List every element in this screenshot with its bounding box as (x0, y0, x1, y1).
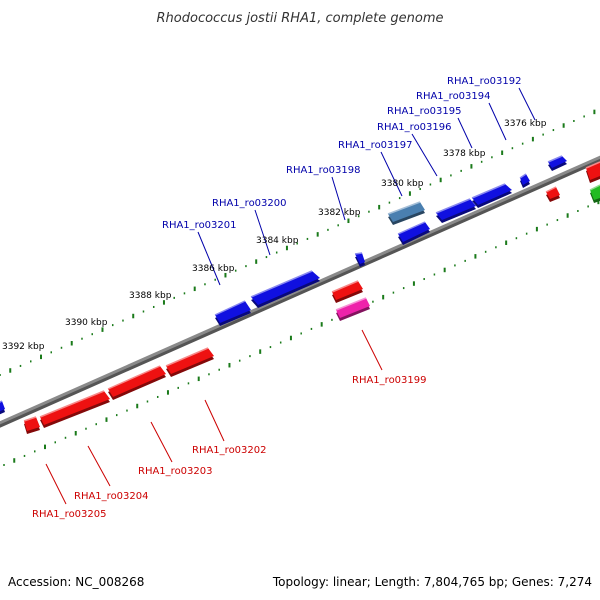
gene-block-ro03205-highlight (23, 416, 37, 422)
gene-block-ro03199-face (336, 298, 370, 318)
gene-block-ro03192-highlight (547, 155, 563, 163)
leader-line-ro03197 (380, 151, 403, 197)
gene-block-ro03201[interactable] (214, 300, 251, 326)
gene-block-edge-left-highlight (0, 400, 3, 403)
lower-scale-track (3, 199, 600, 466)
leader-line-ro03192 (518, 87, 536, 121)
gene-block-ro03197[interactable] (387, 201, 425, 225)
gene-block-ro03204[interactable] (39, 390, 110, 428)
gene-label-ro03198[interactable]: RHA1_ro03198 (286, 165, 361, 176)
gene-block-ro03198[interactable] (354, 252, 365, 267)
gene-block-right-green-highlight (589, 184, 600, 191)
gene-block-ro03197b-face (398, 222, 430, 242)
leader-line-ro03200 (254, 209, 271, 256)
accession-text: Accession: NC_008268 (8, 575, 144, 589)
gene-block-ro03197b[interactable] (397, 221, 430, 245)
leader-line-ro03198 (331, 176, 346, 221)
gene-block-ro03203-face (108, 366, 166, 397)
gene-block-right-red2[interactable] (585, 161, 600, 183)
gene-block-ro03199-highlight (335, 297, 367, 311)
gene-block-ro03198-highlight (354, 252, 363, 255)
scale-label-3384: 3384 kbp (256, 236, 299, 246)
gene-block-ro03201-highlight (214, 300, 246, 316)
gene-label-ro03205[interactable]: RHA1_ro03205 (32, 509, 107, 520)
gene-block-right-red-highlight (545, 186, 557, 193)
scale-label-3390: 3390 kbp (65, 318, 108, 328)
gene-label-ro03197[interactable]: RHA1_ro03197 (338, 140, 413, 151)
leader-line-ro03203 (150, 421, 173, 463)
gene-label-ro03203[interactable]: RHA1_ro03203 (138, 466, 213, 477)
gene-block-edge-left[interactable] (0, 400, 5, 416)
gene-block-right-green[interactable] (589, 184, 600, 203)
gene-block-ro03204-highlight (39, 390, 105, 418)
gene-block-ro03202-highlight (165, 347, 209, 367)
gene-block-ro03194-highlight (519, 173, 527, 179)
gene-block-right-red-face (546, 187, 560, 199)
gene-label-ro03202[interactable]: RHA1_ro03202 (192, 445, 267, 456)
scale-label-3378: 3378 kbp (443, 149, 486, 159)
gene-block-right-red[interactable] (545, 186, 560, 202)
gene-block-ro03200-highlight (250, 270, 313, 298)
gene-block-ro03195-face (472, 184, 512, 205)
gene-block-ro03196-face (436, 199, 476, 220)
gene-block-ro03199b-face (332, 281, 363, 300)
genome-backbone-shadow (0, 158, 600, 428)
gene-label-ro03195[interactable]: RHA1_ro03195 (387, 106, 462, 117)
scale-label-3386: 3386 kbp (192, 264, 235, 274)
gene-block-ro03199b[interactable] (331, 280, 363, 303)
gene-label-ro03204[interactable]: RHA1_ro03204 (74, 491, 149, 502)
gene-block-ro03197-highlight (387, 201, 421, 215)
gene-block-ro03200[interactable] (250, 270, 320, 308)
gene-block-ro03195[interactable] (471, 183, 512, 208)
gene-block-edge-left-face (0, 401, 5, 412)
gene-block-ro03197-face (388, 202, 425, 222)
gene-block-ro03198-face (355, 253, 365, 264)
gene-label-ro03201[interactable]: RHA1_ro03201 (162, 220, 237, 231)
genome-backbone (0, 155, 600, 425)
scale-label-3388: 3388 kbp (129, 291, 172, 301)
gene-block-ro03201-face (215, 301, 251, 323)
gene-block-ro03205[interactable] (23, 416, 40, 434)
gene-block-ro03195-highlight (471, 183, 506, 199)
leader-line-ro03201 (197, 231, 221, 286)
gene-block-ro03199[interactable] (335, 297, 370, 321)
leader-line-ro03202 (204, 399, 225, 442)
scale-label-3392: 3392 kbp (2, 342, 45, 352)
map-title: Rhodococcus jostii RHA1, complete genome (157, 11, 444, 26)
gene-block-ro03205-face (24, 417, 40, 431)
leader-line-ro03195 (457, 117, 473, 149)
leader-line-ro03204 (87, 445, 111, 487)
scale-label-3382: 3382 kbp (318, 208, 361, 218)
gene-block-ro03192[interactable] (547, 155, 567, 171)
gene-block-ro03202-face (166, 348, 214, 374)
gene-block-ro03197b-highlight (397, 221, 426, 235)
gene-label-ro03194[interactable]: RHA1_ro03194 (416, 91, 491, 102)
leader-line-ro03194 (488, 102, 507, 141)
leader-line-ro03199 (361, 329, 383, 371)
gene-block-ro03204-face (40, 391, 110, 425)
gene-block-right-red2-highlight (585, 161, 600, 169)
gene-block-ro03196[interactable] (435, 198, 476, 223)
gene-label-ro03196[interactable]: RHA1_ro03196 (377, 122, 452, 133)
scale-label-3380: 3380 kbp (381, 179, 424, 189)
gene-block-ro03203-highlight (107, 365, 161, 390)
scale-label-3376: 3376 kbp (504, 119, 547, 129)
gene-features (0, 155, 600, 434)
genome-summary-text: Topology: linear; Length: 7,804,765 bp; … (272, 575, 592, 589)
gene-block-ro03199b-highlight (331, 280, 359, 293)
gene-label-ro03192[interactable]: RHA1_ro03192 (447, 76, 522, 87)
leader-line-ro03205 (45, 463, 67, 505)
upper-scale-track (0, 109, 596, 376)
gene-block-ro03203[interactable] (107, 365, 166, 400)
label-leaders (45, 87, 536, 505)
gene-label-ro03200[interactable]: RHA1_ro03200 (212, 198, 287, 209)
gene-label-ro03199[interactable]: RHA1_ro03199 (352, 375, 427, 386)
gene-block-ro03194[interactable] (519, 173, 530, 188)
leader-line-ro03196 (411, 133, 438, 177)
gene-block-ro03192-face (548, 156, 567, 168)
gene-block-ro03196-highlight (435, 198, 471, 214)
gene-block-ro03202[interactable] (165, 347, 214, 377)
gene-block-ro03200-face (251, 271, 320, 305)
